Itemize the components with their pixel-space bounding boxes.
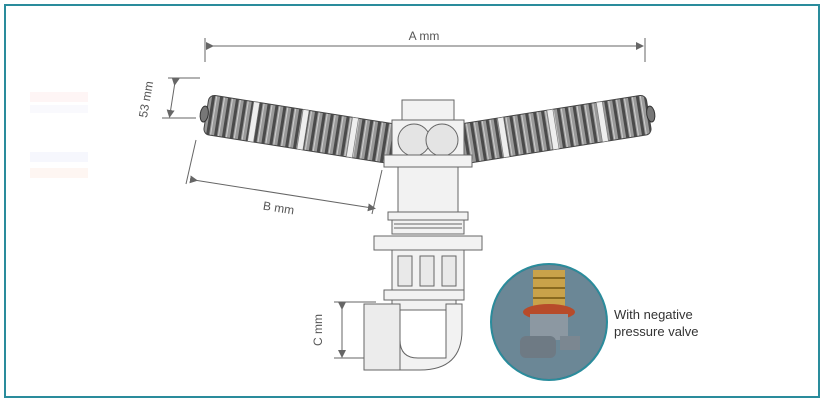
- inset-caption-line1: With negative: [614, 307, 693, 322]
- dim-c-label: C mm: [311, 314, 325, 346]
- y-connector-body: [363, 99, 483, 371]
- negative-pressure-valve-photo: [492, 265, 606, 379]
- dimension-53: 53 mm: [136, 77, 200, 119]
- faded-swatches: [30, 92, 88, 178]
- left-hose: [199, 94, 407, 166]
- valve-inset: With negative pressure valve: [490, 263, 699, 381]
- dim-b-label: B mm: [262, 199, 295, 218]
- dim-a-label: A mm: [409, 29, 440, 43]
- inset-caption-line2: pressure valve: [614, 324, 699, 339]
- dimension-a: A mm: [204, 29, 646, 62]
- dim-53-label: 53 mm: [136, 80, 156, 119]
- dimension-b: B mm: [185, 139, 383, 218]
